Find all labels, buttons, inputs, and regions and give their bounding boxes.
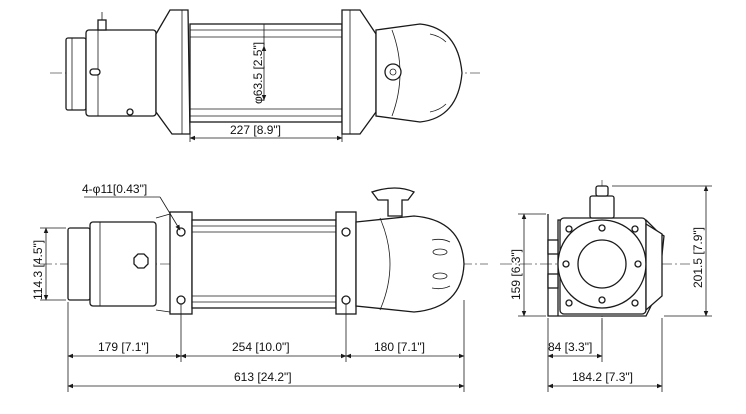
front-bolt-hole (176, 227, 186, 237)
top-drum (189, 23, 343, 123)
bolt-holes-label: 4-φ11[0.43"] (82, 182, 147, 196)
front-clutch-handle (370, 187, 416, 217)
front-drum (191, 219, 337, 309)
side-drum-core (577, 239, 627, 289)
top-left-bracket (155, 9, 191, 135)
overall-length-label: 613 [24.2"] (234, 370, 292, 384)
front-view: 4-φ11[0.43"] 114.3 [4.5"] 179 [7.1"] 254… (31, 182, 488, 392)
front-motor-nut (133, 253, 149, 269)
motor-length-label: 179 [7.1"] (98, 340, 149, 354)
front-gearbox (355, 215, 465, 313)
top-right-bracket (341, 9, 377, 135)
side-bolt (631, 225, 639, 233)
side-overall-height-label: 201.5 [7.9"] (691, 227, 705, 288)
side-overall-width-label: 184.2 [7.3"] (572, 370, 633, 384)
top-motor-endcap (65, 37, 87, 111)
motor-height-label: 114.3 [4.5"] (31, 240, 45, 300)
front-motor-body (89, 221, 157, 307)
side-top-handle (589, 195, 615, 219)
side-bolt (631, 299, 639, 307)
top-solenoid-stud (97, 19, 107, 31)
side-base-width-label: 84 [3.3"] (548, 340, 592, 354)
drum-length-label: 227 [8.9"] (230, 123, 281, 137)
side-height-label: 159 [6.3"] (509, 249, 523, 300)
side-bolt (565, 225, 573, 233)
front-bolt-hole (341, 227, 351, 237)
front-motor-endcap (67, 227, 91, 301)
side-view: 159 [6.3"] 201.5 [7.9"] 84 [3.3"] 184.2 … (500, 180, 712, 392)
drum-span-label: 254 [10.0"] (232, 340, 290, 354)
side-bolt (565, 299, 573, 307)
top-clutch-knob (384, 63, 402, 81)
drum-diameter-label: φ63.5 [2.5"] (251, 42, 265, 104)
front-bolt-hole (176, 295, 186, 305)
side-gear-cover (645, 222, 663, 312)
top-view: φ63.5 [2.5"] 227 [8.9"] (50, 9, 480, 142)
gearbox-length-label: 180 [7.1"] (374, 340, 425, 354)
front-bolt-hole (341, 295, 351, 305)
